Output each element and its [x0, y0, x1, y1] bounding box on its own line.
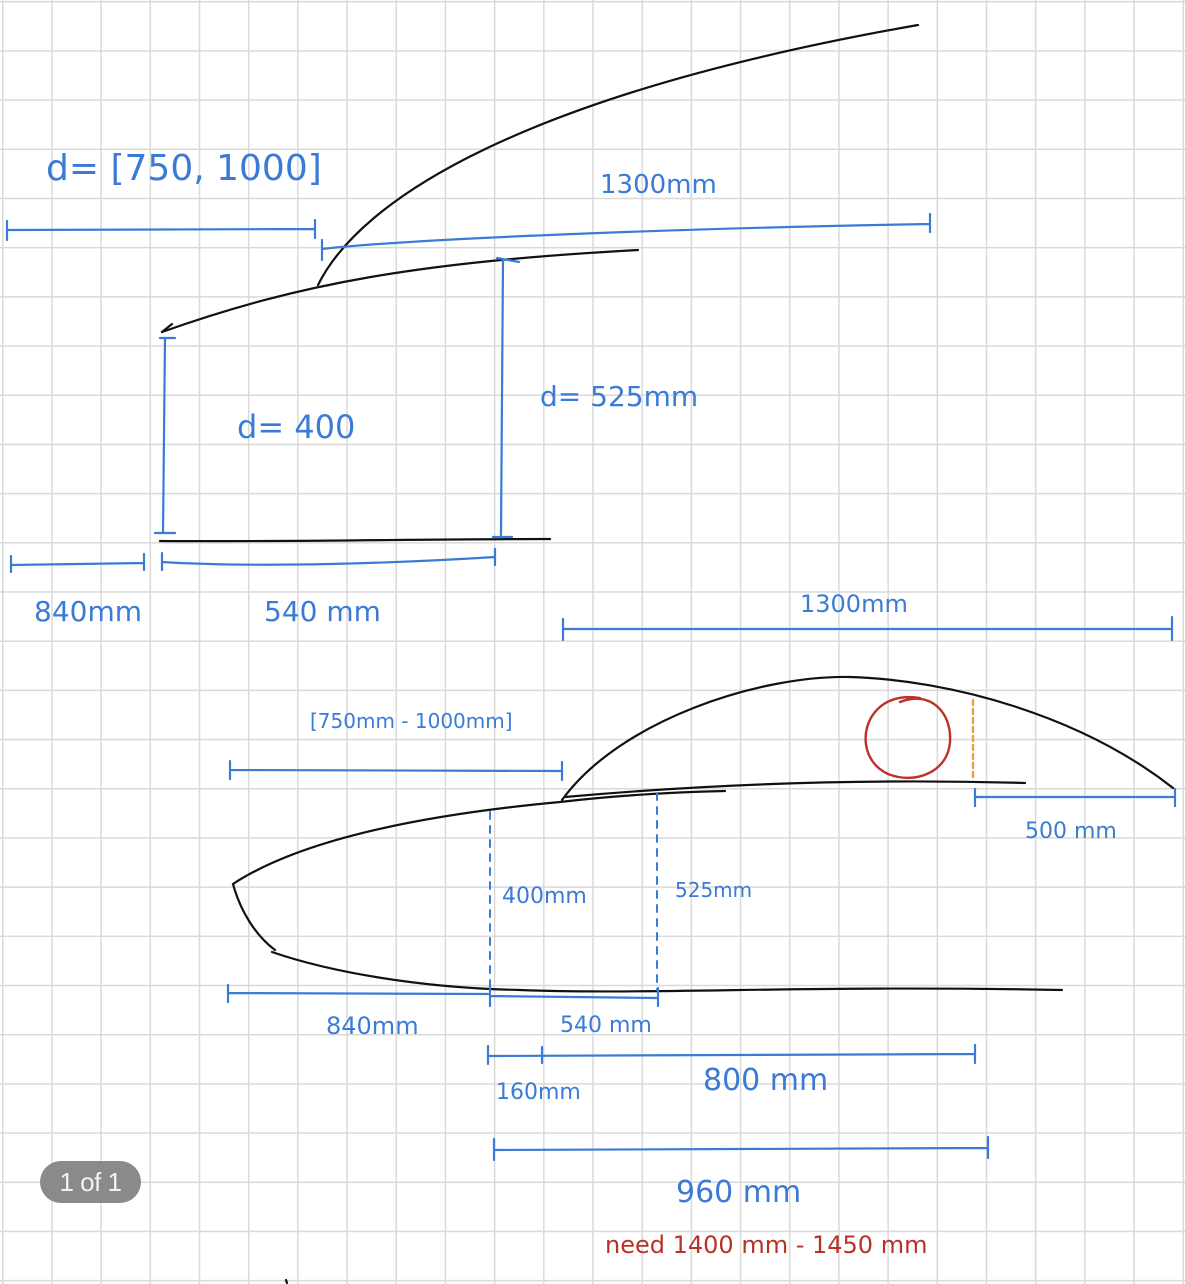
- front-height-label: d= 400: [237, 408, 355, 446]
- spacing-label: d= [750, 1000]: [46, 148, 322, 189]
- upper-length-label: 1300mm: [600, 170, 717, 200]
- lower-offset-dimension-line: [226, 983, 490, 1004]
- lower-base-length-label: 540 mm: [560, 1013, 652, 1038]
- spacing-dimension-line: [5, 218, 317, 242]
- range-dimension-line: [228, 759, 564, 782]
- main-airfoil-bottom: [270, 950, 1064, 993]
- gap-label: 160mm: [496, 1080, 581, 1105]
- need-note: need 1400 mm - 1450 mm: [605, 1231, 927, 1259]
- front-height-bracket: [153, 336, 177, 535]
- lower-rear-height-label: 525mm: [675, 878, 752, 902]
- base-length-label: 540 mm: [264, 595, 381, 628]
- base-dimension-line: [160, 547, 497, 572]
- tail-dimension-line: [973, 787, 1177, 808]
- main-airfoil-nose: [231, 882, 277, 952]
- upper-leading-tick: [160, 322, 174, 334]
- rear-height-bracket: [491, 256, 521, 539]
- lower-wing-sketch: 1300mm [750mm - 1000mm] 500 mm 400mm 525…: [226, 590, 1177, 1259]
- gap-dimension-line: [486, 1043, 977, 1066]
- upper-base-line: [158, 537, 552, 543]
- main-airfoil-top: [231, 789, 727, 886]
- upper-length-dimension-line: [320, 212, 932, 262]
- rear-height-label: d= 525mm: [540, 380, 698, 413]
- page-indicator-badge: 1 of 1: [40, 1161, 141, 1203]
- total-length-dimension-line: [561, 615, 1174, 642]
- lower-offset-label: 840mm: [326, 1012, 419, 1040]
- flap-airfoil-top: [560, 675, 1175, 802]
- overall-dimension-line: [492, 1135, 990, 1162]
- total-length-label: 1300mm: [800, 590, 908, 618]
- span-label: 800 mm: [703, 1063, 828, 1098]
- overall-label: 960 mm: [676, 1175, 801, 1210]
- lower-front-height-label: 400mm: [502, 884, 587, 909]
- range-label: [750mm - 1000mm]: [310, 709, 513, 733]
- upper-main-wing-top: [160, 248, 640, 334]
- upper-flap-curve: [316, 23, 920, 287]
- lower-base-dimension-line: [488, 984, 660, 1008]
- highlight-circle: [864, 696, 952, 779]
- offset-label: 840mm: [34, 595, 142, 628]
- flap-airfoil-bottom: [563, 780, 1027, 799]
- stray-pen-mark: [284, 1278, 289, 1284]
- upper-wing-sketch: d= [750, 1000] 1300mm d= 400 d= 525mm 84…: [5, 23, 932, 628]
- offset-dimension-line: [9, 552, 146, 574]
- tail-length-label: 500 mm: [1025, 819, 1117, 844]
